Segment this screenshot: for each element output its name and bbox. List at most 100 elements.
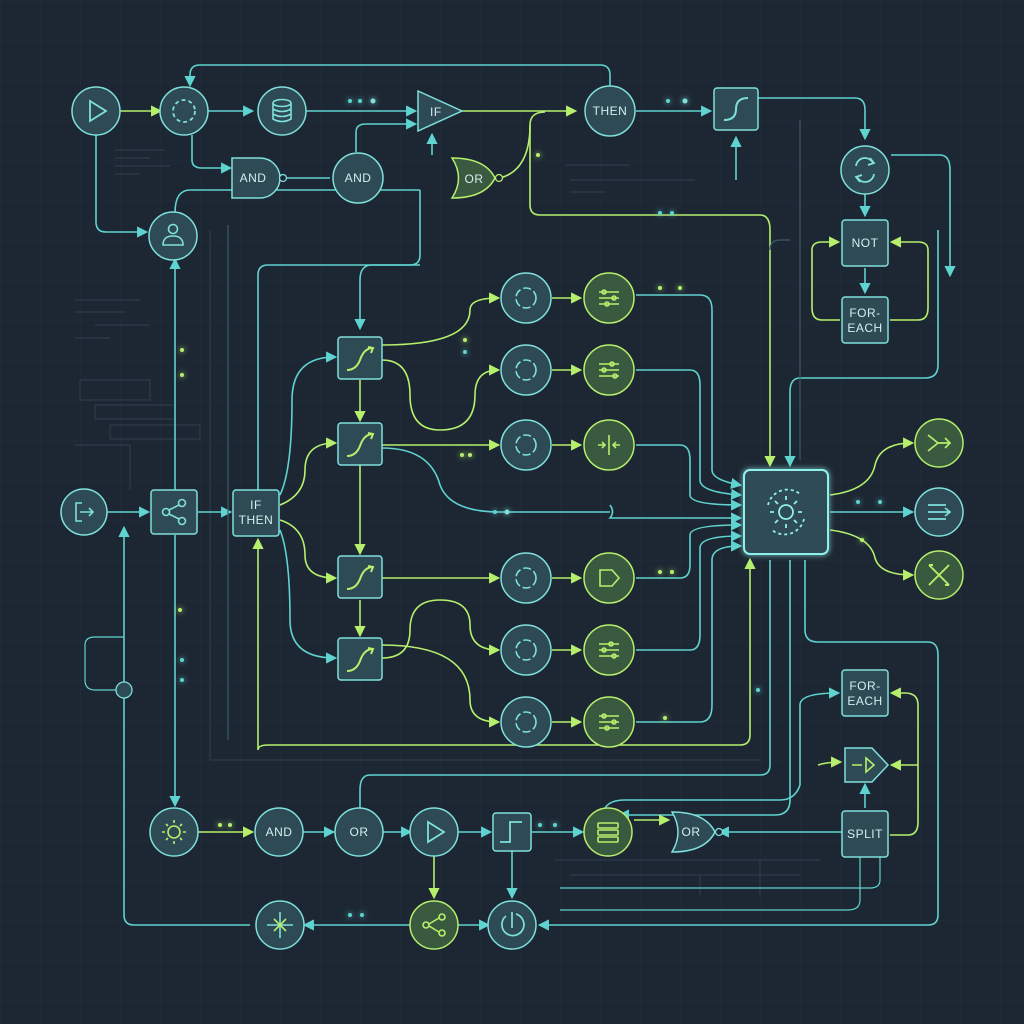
filter-circle-1[interactable] (583, 272, 635, 324)
process-circle-5[interactable] (500, 624, 552, 676)
edge (560, 855, 881, 889)
database-icon (272, 98, 292, 123)
edge (608, 504, 743, 524)
edge (279, 519, 338, 584)
play-icon (427, 820, 446, 844)
play-node-bottom[interactable] (409, 807, 459, 857)
edge (381, 292, 501, 346)
tools-icon (928, 564, 950, 586)
process-circle-2[interactable] (500, 344, 552, 396)
or-gate-top[interactable]: OR (450, 157, 504, 199)
output-tools-node[interactable] (914, 550, 964, 600)
buffer-gate[interactable] (844, 747, 890, 783)
step-box-3[interactable] (337, 555, 383, 599)
start-node[interactable] (71, 86, 121, 136)
edge (279, 437, 338, 506)
and-node-label: AND (345, 171, 372, 185)
step-box-1[interactable] (337, 336, 383, 380)
rising-curve-icon (346, 346, 375, 371)
edge (829, 529, 915, 581)
sliders-icon (599, 641, 619, 659)
and-gate-label: AND (240, 171, 267, 185)
filter-circle-2[interactable] (583, 344, 635, 396)
then-node-label: THEN (593, 104, 628, 118)
if-then-box[interactable]: IF THEN (232, 489, 280, 537)
dashed-circle-icon (515, 711, 537, 733)
hub-processor[interactable] (743, 469, 829, 555)
process-circle-4[interactable] (500, 552, 552, 604)
edge (84, 636, 124, 691)
edge (829, 437, 915, 496)
counter-node[interactable] (115, 681, 133, 699)
curve-node-top[interactable] (713, 87, 759, 131)
database-node[interactable] (257, 86, 307, 136)
filter-icon (599, 713, 619, 731)
settings-node-bottom[interactable] (149, 807, 199, 857)
dashed-circle-icon (515, 434, 537, 456)
not-box[interactable]: NOT (841, 219, 889, 267)
edge (636, 530, 743, 651)
if-gate[interactable]: IF (417, 89, 464, 133)
edge (784, 230, 939, 468)
tag-circle[interactable] (583, 552, 635, 604)
edge (758, 97, 871, 141)
dashed-circle-icon (515, 639, 537, 661)
connections (84, 64, 956, 931)
user-node[interactable] (148, 211, 198, 261)
edge (381, 447, 610, 513)
edge (537, 560, 939, 931)
output-list-node[interactable] (914, 487, 964, 537)
rising-curve-icon (346, 432, 375, 457)
and-gate[interactable]: AND (231, 157, 288, 199)
step-function-icon (500, 821, 522, 843)
split-arrows-icon (598, 435, 620, 455)
filter-circle-4[interactable] (583, 696, 635, 748)
output-merge-node[interactable] (914, 418, 964, 468)
split-circle[interactable] (583, 419, 635, 471)
edge (636, 444, 743, 511)
refresh-node[interactable] (840, 145, 890, 195)
entry-node[interactable] (60, 488, 108, 536)
step-box-2[interactable] (337, 422, 383, 466)
edge (811, 236, 841, 321)
or-node-bottom[interactable]: OR (334, 807, 384, 857)
rising-curve-icon (346, 565, 375, 590)
process-circle-6[interactable] (500, 696, 552, 748)
foreach-box-bottom[interactable]: FOR- EACH (841, 669, 889, 717)
edge (279, 351, 338, 496)
sigmoid-curve-icon (723, 97, 749, 121)
and-node-bottom[interactable]: AND (254, 807, 304, 857)
and-node[interactable]: AND (332, 152, 384, 204)
undo-node[interactable] (487, 900, 537, 950)
compass-node[interactable] (255, 900, 305, 950)
or-gate-bottom[interactable]: OR (670, 811, 724, 853)
dashed-circle-icon (172, 99, 196, 123)
process-circle-1[interactable] (500, 272, 552, 324)
filter-icon (599, 289, 619, 307)
edge (636, 540, 743, 723)
stack-icon (597, 822, 619, 843)
list-arrow-icon (928, 504, 952, 520)
or-bottom-label: OR (350, 825, 369, 839)
edge (279, 529, 338, 664)
step-function-node[interactable] (492, 812, 532, 852)
undo-icon (501, 912, 525, 937)
edge (636, 294, 743, 489)
gear-icon (767, 488, 805, 536)
then-node[interactable]: THEN (584, 85, 636, 137)
if-then-label-2: THEN (239, 513, 274, 527)
stack-node[interactable] (583, 807, 633, 857)
step-box-4[interactable] (337, 637, 383, 681)
or-gate-top-label: OR (465, 172, 484, 186)
branch-node[interactable] (409, 900, 459, 950)
loop-node[interactable] (159, 86, 209, 136)
distribute-node[interactable] (150, 489, 198, 535)
split-box[interactable]: SPLIT (841, 810, 889, 858)
filter-circle-3[interactable] (583, 624, 635, 676)
not-box-label: NOT (852, 236, 879, 250)
if-then-label-1: IF (250, 498, 262, 512)
foreach-box-top[interactable]: FOR- EACH (841, 296, 889, 344)
edge (191, 135, 233, 174)
edge (891, 154, 956, 278)
process-circle-3[interactable] (500, 419, 552, 471)
